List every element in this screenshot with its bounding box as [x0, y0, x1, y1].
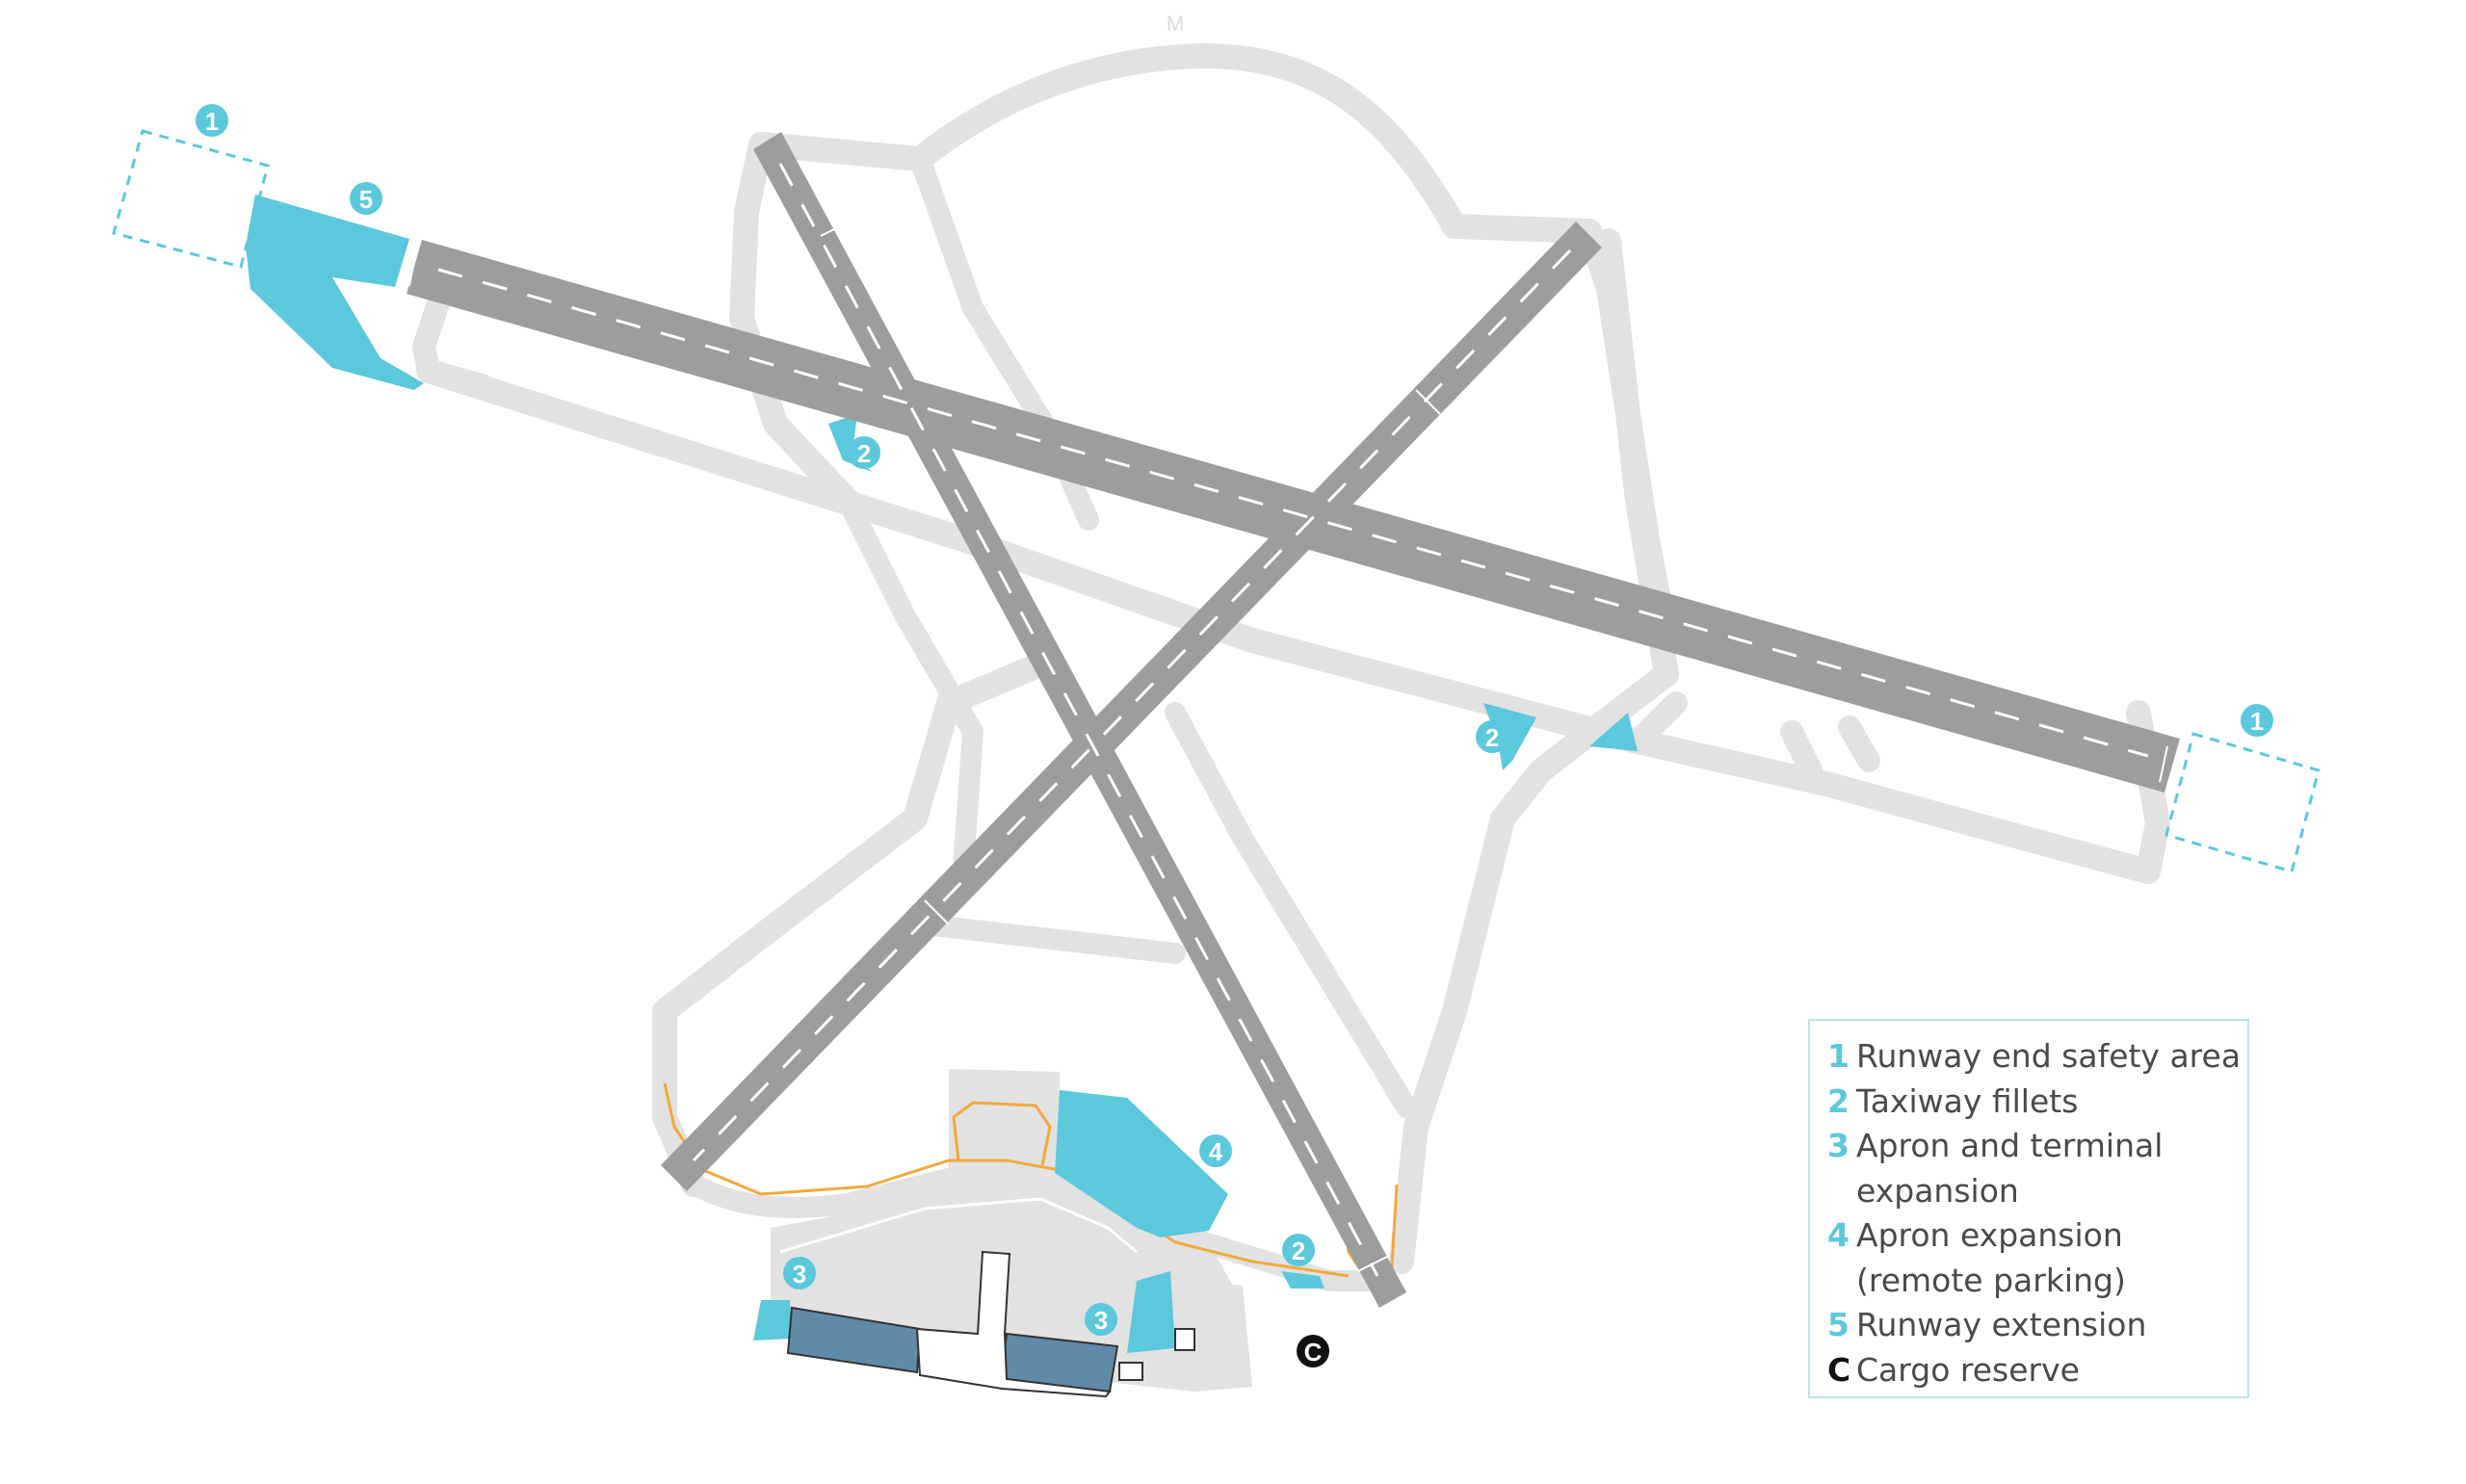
marker-5: 5 [350, 182, 382, 215]
runway-extension-west [246, 195, 424, 390]
taxiway-fillet-east-2 [1589, 713, 1638, 751]
legend-item-cargo-reserve: C Cargo reserve [1827, 1348, 2247, 1393]
legend-label: Apron expansion (remote parking) [1856, 1216, 2126, 1299]
east-perimeter-taxiway [1389, 228, 1679, 1274]
threshold-ne [1415, 389, 1441, 415]
marker-circle [1282, 1234, 1315, 1266]
marker-label: 5 [359, 185, 373, 214]
marker-circle [350, 182, 382, 215]
marker-label: 2 [857, 439, 871, 468]
legend-key: C [1827, 1350, 1851, 1389]
marker-circle [1476, 720, 1508, 753]
terminal-expansion-block [786, 1306, 922, 1374]
terminal-building [786, 1250, 1195, 1398]
marker-label: 3 [793, 1260, 806, 1289]
legend-label: Taxiway fillets [1856, 1081, 2079, 1120]
terminal-annex [1118, 1362, 1143, 1381]
marker-2: 2 [848, 436, 880, 469]
marker-label: C [1304, 1338, 1323, 1367]
marker-3: 3 [1085, 1303, 1117, 1336]
resa-east [2164, 732, 2321, 873]
threshold-nw [820, 222, 847, 237]
proposed-improvements [246, 195, 1638, 1353]
marker-2: 2 [1282, 1234, 1315, 1266]
apron-expansion-remote-parking [1055, 1090, 1228, 1237]
runway-end-safety-areas [112, 129, 2321, 873]
legend-key: 3 [1827, 1127, 1850, 1164]
marker-circle [196, 104, 228, 137]
marker-4: 4 [1199, 1134, 1232, 1167]
resa-west [112, 129, 270, 269]
central-taxiways [837, 490, 1417, 1118]
taxiway-network [412, 43, 2170, 1291]
taxiway-fillet-west [828, 414, 872, 472]
parallel-taxiway-east [1626, 691, 1880, 782]
cargo-pad [1185, 1281, 1252, 1392]
map-markers: 1 1 2 2 2 3 3 4 5C [196, 104, 2273, 1367]
marker-1: 1 [2241, 704, 2273, 737]
runway-crosswind-nw-se [753, 132, 1406, 1308]
marker-circle [848, 436, 880, 469]
marker-label: 3 [1094, 1306, 1108, 1335]
map-legend: 1 Runway end safety area 2 Taxiway fille… [1808, 1019, 2249, 1398]
threshold-west [408, 249, 417, 287]
legend-key: 1 [1827, 1037, 1850, 1075]
marker-label: 1 [2250, 707, 2264, 736]
legend-key: 5 [1827, 1306, 1850, 1343]
marker-1: 1 [196, 104, 228, 137]
apron-lane [779, 1197, 1138, 1254]
legend-item-runway-end-safety-area: 1 Runway end safety area [1827, 1034, 2247, 1080]
legend-key: 4 [1827, 1216, 1850, 1254]
apron-expansion-east [1127, 1271, 1175, 1353]
north-apron-pad [949, 1069, 1060, 1177]
taxiway-fillet-south [1281, 1271, 1325, 1289]
marker-3: 3 [783, 1257, 816, 1289]
marker-circle [1297, 1335, 1329, 1367]
legend-item-apron-expansion: 4 Apron expansion (remote parking) [1827, 1213, 2247, 1303]
existing-terminal [915, 1250, 1112, 1398]
marker-label: 2 [1485, 723, 1499, 752]
legend-item-taxiway-fillets: 2 Taxiway fillets [1827, 1080, 2247, 1125]
legend-item-apron-terminal-expansion: 3 Apron and terminal expansion [1827, 1124, 2247, 1213]
runway-crosswind-ne-sw [661, 221, 1602, 1191]
cargo-reserve-marker: C [1297, 1335, 1329, 1367]
apron-taxilane-orange-2 [952, 1101, 1052, 1166]
legend-item-runway-extension: 5 Runway extension [1827, 1303, 2247, 1348]
threshold-east [2159, 745, 2168, 783]
marker-circle [1085, 1303, 1117, 1336]
marker-label: 1 [205, 107, 219, 136]
centerline-main [437, 268, 2149, 758]
apron-expansion-west [753, 1300, 792, 1341]
runway-threshold-markings [408, 222, 2168, 1272]
parallel-taxiway-main [416, 358, 2170, 884]
marker-circle [1199, 1134, 1232, 1167]
marker-label: 2 [1292, 1237, 1305, 1265]
marker-circle [783, 1257, 816, 1289]
threshold-se [1357, 1256, 1388, 1272]
threshold-sw [924, 899, 950, 925]
marker-2: 2 [1476, 720, 1508, 753]
marker-circle [2241, 704, 2273, 737]
legend-key: 2 [1827, 1081, 1850, 1120]
marker-label: 4 [1209, 1137, 1223, 1166]
runway-centerline-markings [437, 163, 2149, 1277]
taxiway-fillet-east [1483, 703, 1536, 770]
taxiway-label-m: M [1167, 12, 1184, 36]
legend-label: Runway end safety area [1856, 1037, 2242, 1075]
legend-label: Apron and terminal expansion [1856, 1127, 2164, 1210]
runways [407, 132, 2180, 1308]
terminal-annex-2 [1174, 1328, 1195, 1351]
legend-label: Runway extension [1856, 1306, 2147, 1343]
legend-label: Cargo reserve [1856, 1350, 2080, 1389]
